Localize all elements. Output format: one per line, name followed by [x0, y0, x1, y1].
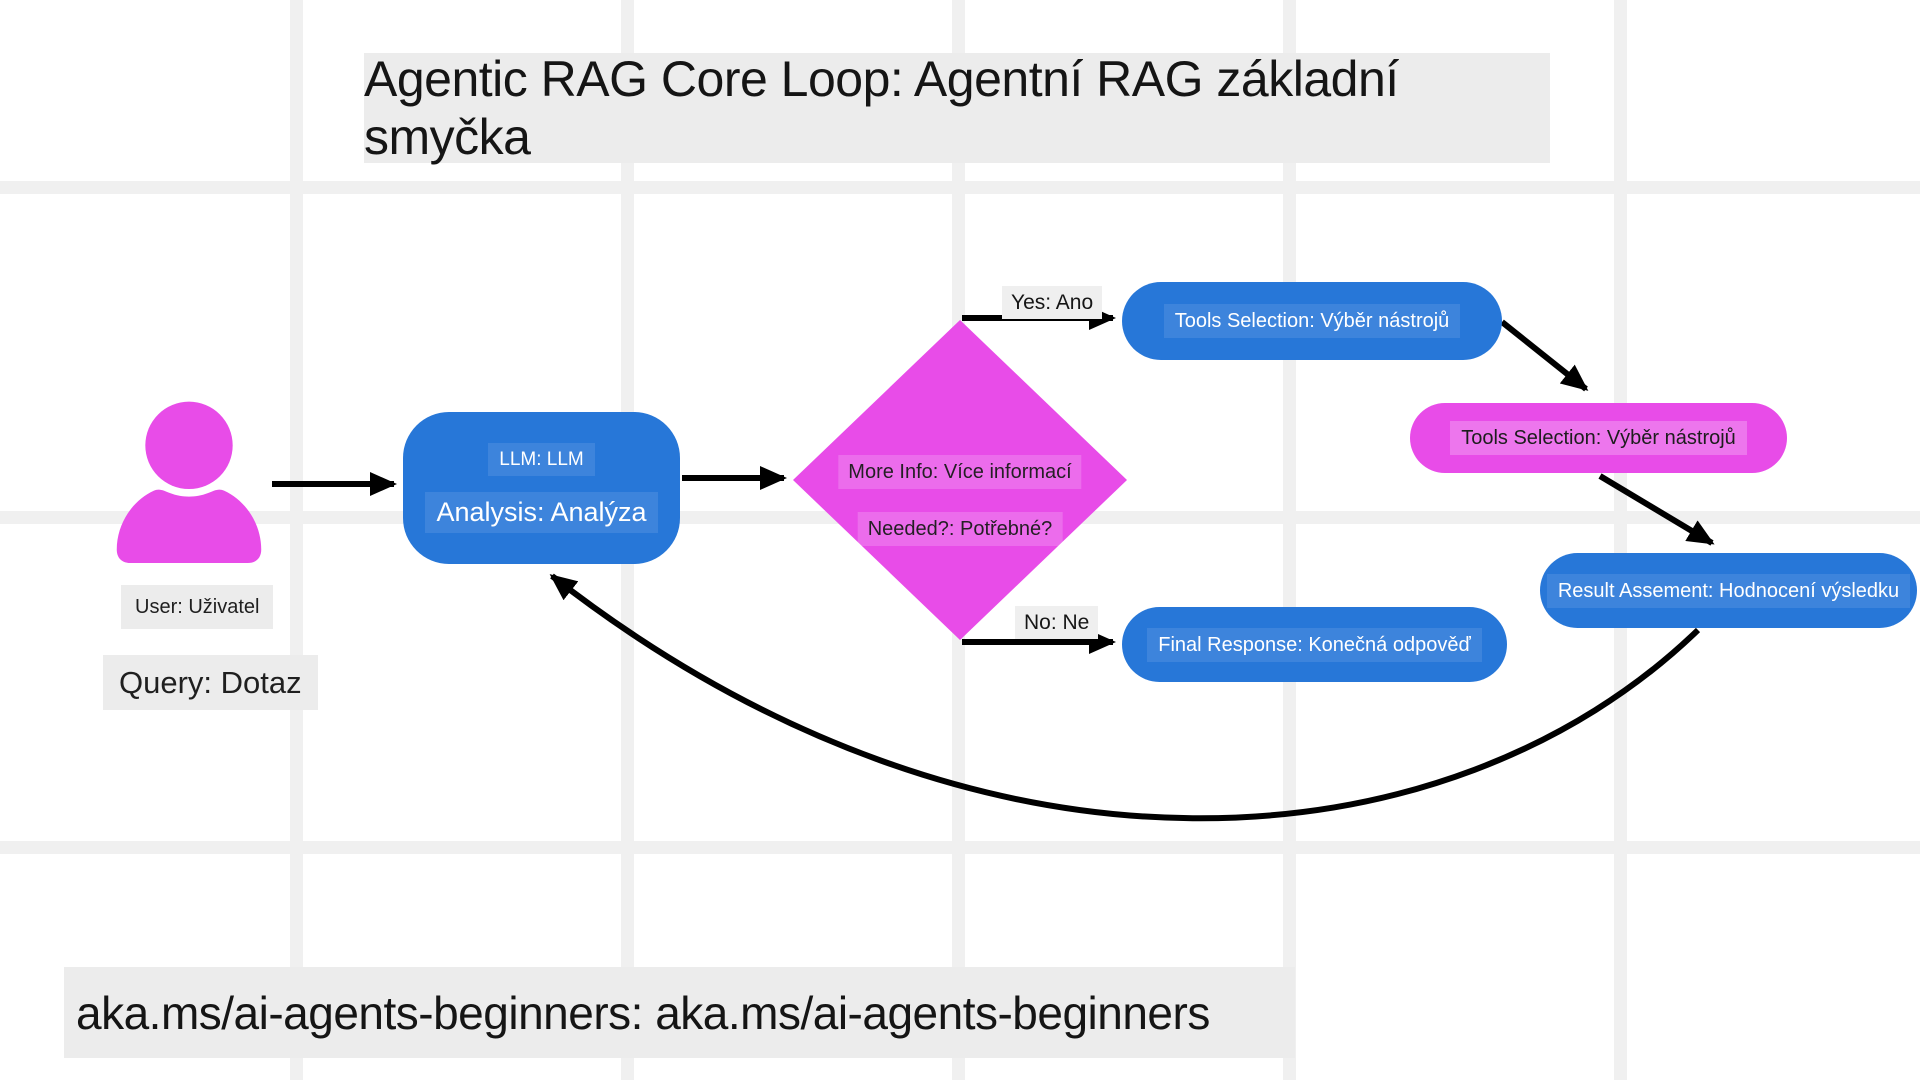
- person-icon: [116, 401, 262, 563]
- llm-label: LLM: LLM: [488, 443, 595, 476]
- analysis-label: Analysis: Analýza: [425, 492, 658, 533]
- user-query-label: Query: Dotaz: [103, 655, 318, 710]
- llm-analysis-node: LLM: LLM Analysis: Analýza: [403, 412, 680, 564]
- tools-selection-node: Tools Selection: Výběr nástrojů: [1122, 282, 1502, 360]
- decision-line2: Needed?: Potřebné?: [857, 512, 1063, 546]
- footer-link-text: aka.ms/ai-agents-beginners: aka.ms/ai-ag…: [76, 986, 1210, 1039]
- edge-label-yes: Yes: Ano: [1002, 286, 1103, 319]
- page-title: Agentic RAG Core Loop: Agentní RAG zákla…: [364, 51, 1399, 165]
- arrow-tools2-to-result: [1598, 473, 1715, 546]
- diamond-shape-icon: [793, 320, 1127, 640]
- arrow-tools-to-tools2: [1500, 319, 1589, 392]
- footer-banner: aka.ms/ai-agents-beginners: aka.ms/ai-ag…: [64, 967, 1295, 1058]
- tools-selection-2-label: Tools Selection: Výběr nástrojů: [1450, 421, 1747, 455]
- decision-line1: More Info: Více informací: [838, 455, 1082, 489]
- final-response-node: Final Response: Konečná odpověď: [1122, 607, 1507, 682]
- result-assessment-label: Result Assement: Hodnocení výsledku: [1546, 573, 1911, 608]
- tools-selection-2-node: Tools Selection: Výběr nástrojů: [1410, 403, 1787, 473]
- title-banner: Agentic RAG Core Loop: Agentní RAG zákla…: [364, 51, 1550, 165]
- tools-selection-label: Tools Selection: Výběr nástrojů: [1163, 304, 1461, 338]
- person-body: [116, 489, 262, 563]
- edge-label-no: No: Ne: [1015, 606, 1099, 639]
- result-assessment-node: Result Assement: Hodnocení výsledku: [1540, 553, 1917, 628]
- person-head: [145, 401, 233, 490]
- user-name-label: User: Uživatel: [121, 585, 274, 629]
- final-response-label: Final Response: Konečná odpověď: [1147, 627, 1482, 662]
- decision-diamond-node: More Info: Více informací Needed?: Potře…: [793, 320, 1127, 640]
